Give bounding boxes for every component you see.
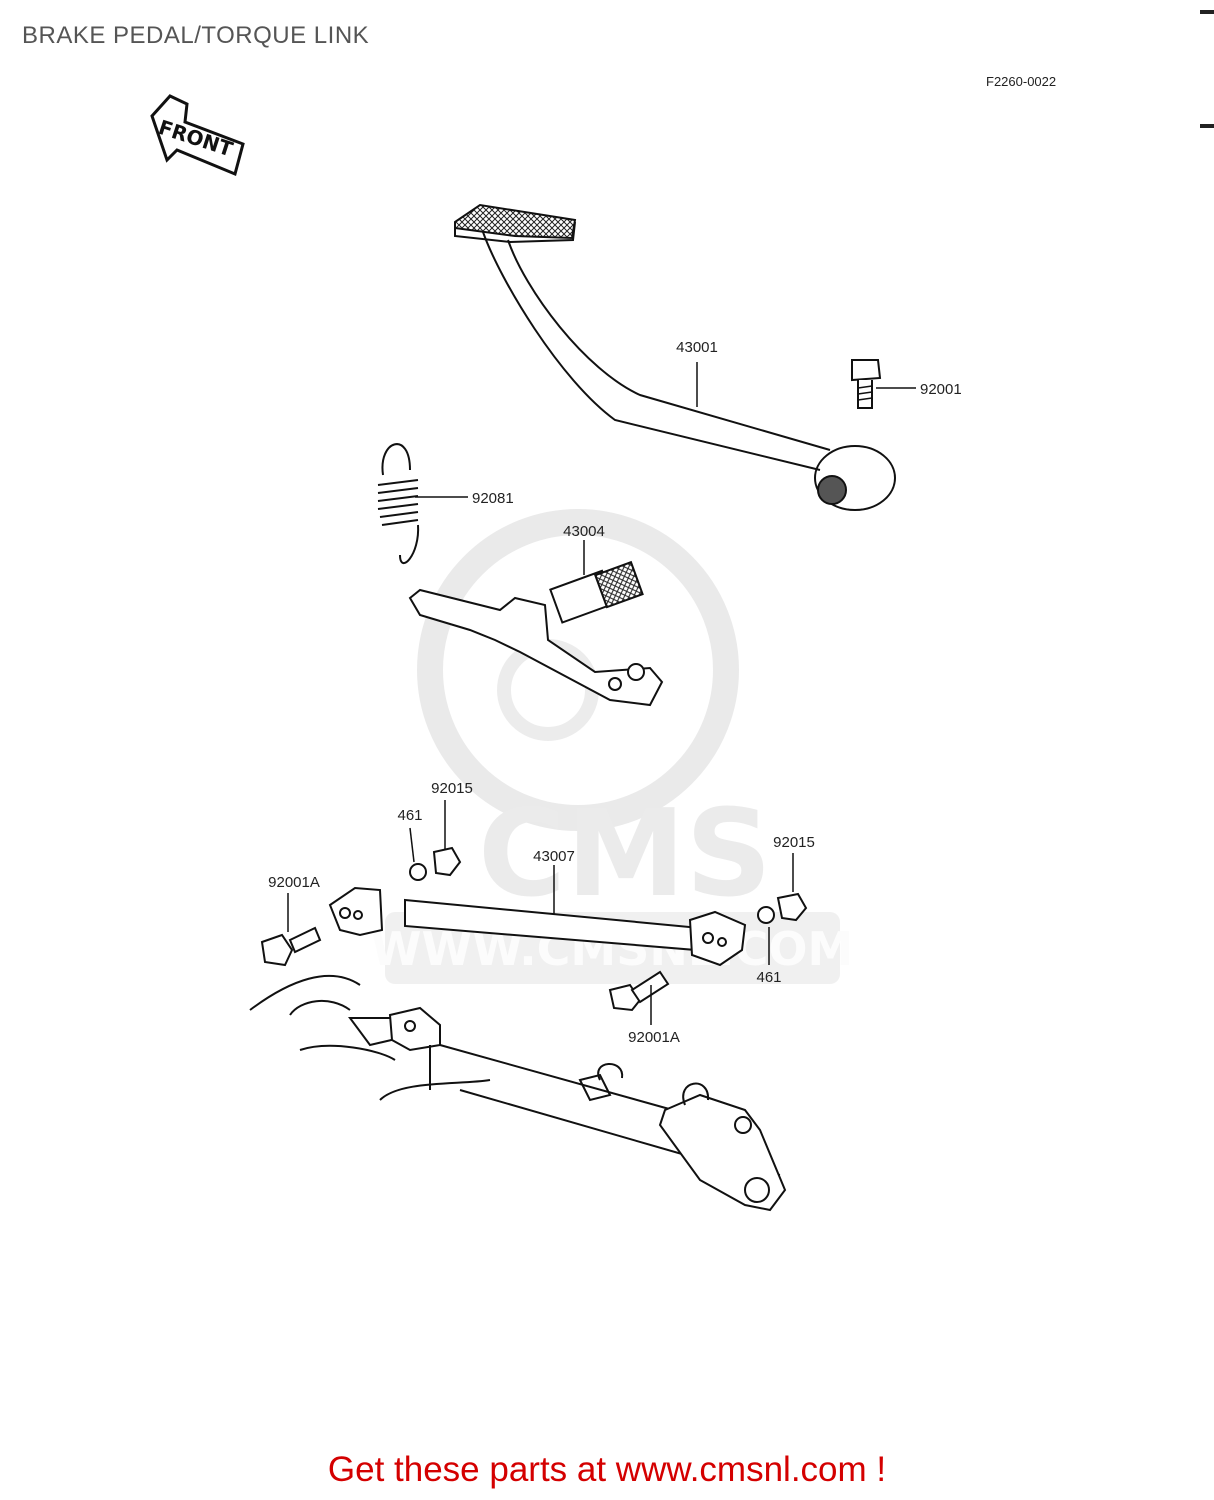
callout-461-right: 461 (756, 969, 781, 986)
callout-92015-top: 92015 (431, 780, 473, 797)
callout-92001: 92001 (920, 381, 962, 398)
edge-mark-top (1200, 10, 1214, 14)
washer-right (757, 906, 775, 924)
leader-lines (287, 362, 916, 1025)
hardware (260, 846, 808, 1012)
footer-link[interactable]: Get these parts at www.cmsnl.com ! (327, 1450, 887, 1489)
callout-43004: 43004 (563, 523, 605, 540)
nut-top (432, 846, 462, 877)
page-title: BRAKE PEDAL/TORQUE LINK (22, 22, 370, 49)
figure-code: F2260-0022 (986, 74, 1057, 89)
front-arrow-icon: FRONT (150, 94, 245, 177)
callout-461-top: 461 (397, 807, 422, 824)
washer-top (409, 863, 427, 881)
torque-link (328, 886, 747, 967)
callout-43007: 43007 (533, 848, 575, 865)
bolt-bottom (608, 970, 670, 1012)
watermark-logo: CMS (478, 785, 772, 924)
brake-pedal (454, 203, 896, 511)
nut-right (776, 892, 808, 922)
pedal-bolt (851, 359, 882, 409)
callout-92001A-left: 92001A (268, 874, 320, 891)
return-spring (377, 443, 420, 564)
bolt-left (260, 926, 322, 967)
frame-swingarm (249, 974, 787, 1212)
callout-43001: 43001 (676, 339, 718, 356)
callout-92015-right: 92015 (773, 834, 815, 851)
edge-mark-middle (1200, 124, 1214, 128)
pedal-shaft (408, 560, 664, 707)
callout-92001A-bottom: 92001A (628, 1029, 680, 1046)
callout-92081: 92081 (472, 490, 514, 507)
